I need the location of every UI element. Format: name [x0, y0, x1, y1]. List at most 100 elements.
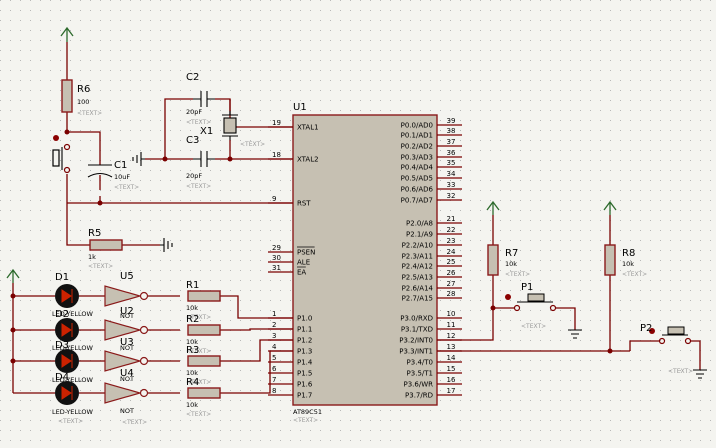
chip-pin-number: 5 — [272, 354, 276, 362]
chip-pin-label: P1.0 — [297, 315, 312, 323]
led-d2[interactable]: D2 LED-YELLOW — [52, 309, 94, 352]
chip-pin-label: P1.1 — [297, 326, 312, 334]
c2-text: <TEXT> — [186, 119, 211, 126]
chip-pin-label: P1.2 — [297, 337, 312, 345]
chip-pin-label: P0.3/AD3 — [401, 154, 433, 162]
chip-pin-label: RST — [297, 200, 311, 208]
resistor-r4[interactable]: R4 10k <TEXT> — [186, 377, 221, 418]
resistor-r5[interactable]: R5 1k <TEXT> — [88, 228, 123, 270]
chip-pin-number: 15 — [447, 365, 456, 373]
r2-text: <TEXT> — [186, 348, 211, 355]
chip-pin-label: P2.0/A8 — [406, 220, 433, 228]
u2-value: NOT — [120, 344, 134, 352]
chip-pin-number: 10 — [447, 310, 456, 318]
resistor-r7[interactable]: R7 10k <TEXT> — [487, 244, 530, 278]
chip-pin-label: P2.7/A15 — [402, 295, 433, 303]
pushbutton-p2[interactable]: P2 <TEXT> — [640, 323, 693, 375]
r7-value: 10k — [505, 260, 517, 268]
chip-pin-label: P3.3/INT1 — [399, 348, 433, 356]
led-d1[interactable]: D1 LED-YELLOW — [52, 272, 94, 318]
led-d4[interactable]: D4 LED-YELLOW <TEXT> — [52, 372, 94, 425]
c1-value: 10uF — [114, 173, 130, 181]
chip-pin-number: 21 — [447, 215, 456, 223]
not-gate-u4[interactable]: U4 NOT <TEXT> — [104, 368, 149, 426]
ground-symbol-p1 — [568, 329, 582, 339]
chip-pin-label: P2.3/A11 — [402, 253, 433, 261]
chip-pin-number: 28 — [447, 290, 456, 298]
r6-value: 100 — [77, 98, 89, 106]
r6-text: <TEXT> — [77, 110, 102, 117]
resistor-r2[interactable]: R2 10k <TEXT> — [186, 314, 221, 355]
vcc-terminal-leds — [6, 268, 20, 283]
chip-pin-number: 1 — [272, 310, 276, 318]
not-gate-u3[interactable]: U3 NOT — [104, 337, 149, 383]
d4-ref: D4 — [55, 372, 69, 383]
capacitor-c2[interactable]: C2 20pF <TEXT> — [186, 72, 215, 126]
resistor-r3[interactable]: R3 10k <TEXT> — [186, 345, 221, 386]
d1-ref: D1 — [55, 272, 69, 283]
chip-pin-number: 16 — [447, 376, 456, 384]
resistor-r6[interactable]: R6 100 <TEXT> — [61, 79, 102, 117]
r8-value: 10k — [622, 260, 634, 268]
chip-pin-number: 12 — [447, 332, 456, 340]
resistor-r8[interactable]: R8 10k <TEXT> — [604, 244, 647, 278]
chip-pin-label: P3.0/RXD — [400, 315, 433, 323]
chip-pin-label: P0.1/AD1 — [401, 132, 433, 140]
chip-pin-number: 22 — [447, 226, 456, 234]
u4-ref: U4 — [120, 368, 134, 379]
chip-pin-number: 25 — [447, 258, 456, 266]
chip-pin-label: P1.4 — [297, 359, 313, 367]
chip-pin-number: 29 — [272, 244, 281, 252]
r1-ref: R1 — [186, 280, 199, 291]
u3-value: NOT — [120, 375, 134, 383]
chip-pin-label: P3.6/WR — [404, 381, 434, 389]
ground-symbol-c1 — [132, 152, 145, 166]
resistor-r1[interactable]: R1 10k <TEXT> — [186, 280, 221, 321]
chip-part: AT89C51 — [293, 408, 322, 416]
d2-ref: D2 — [55, 309, 69, 320]
crystal-x1[interactable]: X1 <TEXT> — [200, 111, 265, 148]
ground-symbol-r5 — [160, 238, 173, 252]
chip-pin-number: 32 — [447, 192, 456, 200]
chip-pin-number: 18 — [272, 151, 281, 159]
chip-pin-label: P3.2/INT0 — [399, 337, 433, 345]
d4-text: <TEXT> — [58, 418, 83, 425]
chip-pin-number: 11 — [447, 321, 456, 329]
p1-text: <TEXT> — [521, 323, 546, 330]
chip-pin-number: 23 — [447, 237, 456, 245]
chip-pin-label: P2.5/A13 — [402, 274, 433, 282]
led-d3[interactable]: D3 LED-YELLOW — [52, 340, 94, 384]
chip-pin-number: 39 — [447, 117, 456, 125]
not-gate-u5[interactable]: U5 NOT — [104, 271, 149, 320]
p2-ref: P2 — [640, 323, 652, 334]
c1-text: <TEXT> — [114, 184, 139, 191]
x1-text: <TEXT> — [240, 141, 265, 148]
capacitor-c1[interactable]: C1 10uF <TEXT> — [87, 160, 139, 191]
pushbutton-p1[interactable]: P1 <TEXT> — [505, 282, 557, 330]
chip-pin-label: P0.7/AD7 — [401, 197, 433, 205]
c3-ref: C3 — [186, 135, 199, 146]
reset-button[interactable] — [52, 135, 71, 174]
microcontroller-u1[interactable]: U1 AT89C51 <TEXT> 19XTAL118XTAL29RST29PS… — [268, 102, 462, 424]
chip-pin-label: P2.4/A12 — [402, 263, 433, 271]
r8-ref: R8 — [622, 248, 635, 259]
capacitor-c3[interactable]: C3 20pF <TEXT> — [186, 135, 215, 190]
p1-ref: P1 — [521, 282, 533, 293]
chip-pin-number: 19 — [272, 119, 281, 127]
chip-pin-label: P1.6 — [297, 381, 313, 389]
x1-ref: X1 — [200, 126, 213, 137]
u5-ref: U5 — [120, 271, 134, 282]
c2-ref: C2 — [186, 72, 199, 83]
chip-pin-number: 8 — [272, 387, 276, 395]
u5-value: NOT — [120, 312, 134, 320]
not-gate-u2[interactable]: U2 NOT — [104, 306, 149, 352]
chip-pin-label: P2.6/A14 — [402, 285, 434, 293]
d3-value: LED-YELLOW — [52, 376, 94, 384]
chip-pin-label: XTAL2 — [297, 156, 319, 164]
r1-text: <TEXT> — [186, 314, 211, 321]
r5-text: <TEXT> — [88, 263, 113, 270]
chip-pin-label: P0.0/AD0 — [401, 122, 433, 130]
chip-ref: U1 — [293, 102, 307, 113]
vcc-terminal-r7 — [486, 200, 500, 215]
